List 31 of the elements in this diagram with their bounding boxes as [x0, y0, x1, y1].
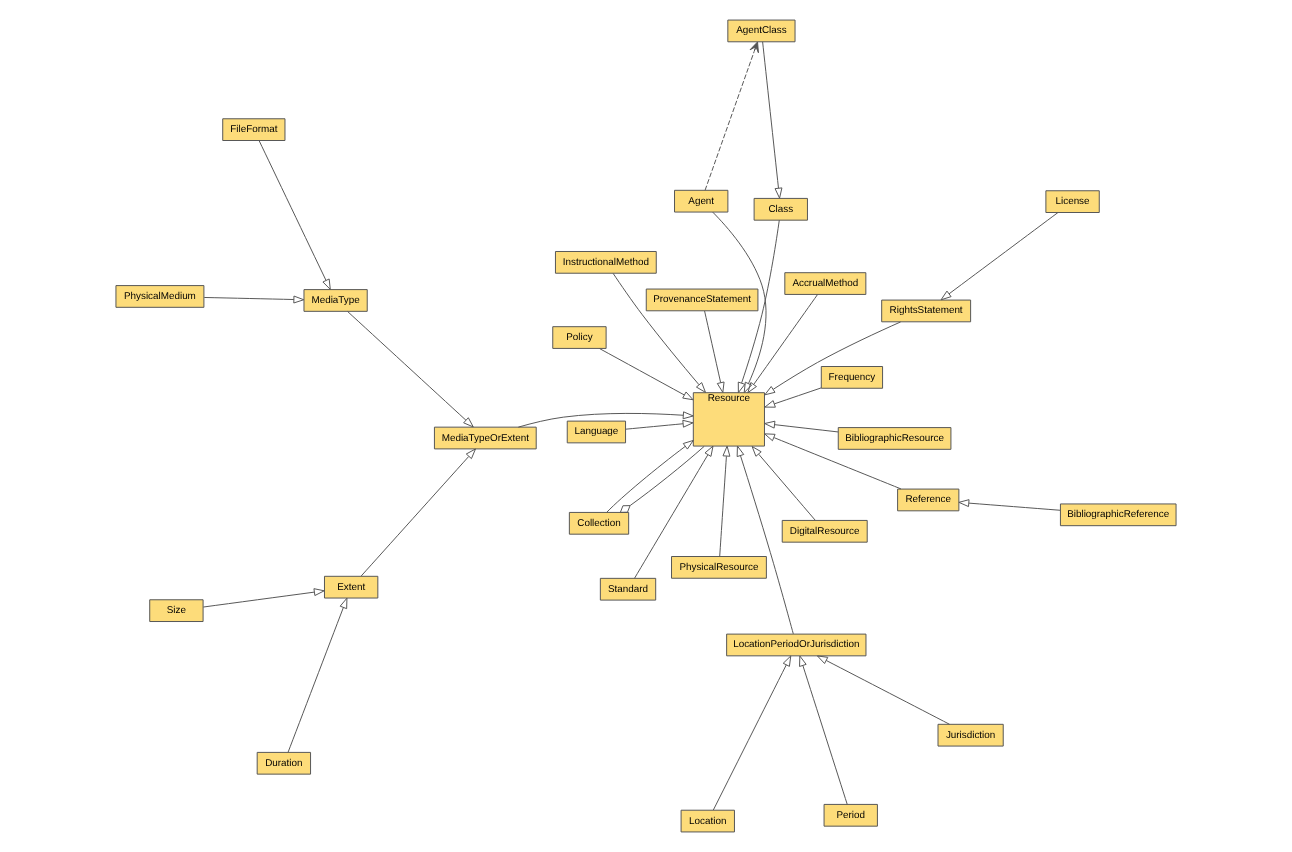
arrow [517, 411, 694, 428]
arrow [203, 295, 305, 304]
arrow [816, 655, 951, 725]
arrow [764, 420, 839, 433]
arrow [704, 310, 725, 393]
arrow [764, 433, 902, 490]
arrow [747, 294, 818, 394]
arrow [634, 445, 714, 579]
arrow [762, 41, 783, 199]
arrow [599, 348, 694, 401]
arrow [958, 499, 1061, 511]
arrow [751, 446, 816, 521]
arrow [799, 655, 848, 805]
arrow [712, 211, 767, 394]
arrow [606, 439, 694, 513]
arrow [764, 321, 902, 396]
arrow [612, 272, 706, 393]
arrow [712, 655, 792, 811]
arrow [940, 212, 1059, 301]
connector [619, 445, 705, 513]
arrow [736, 445, 794, 635]
arrow [719, 445, 731, 557]
arrow [764, 387, 822, 408]
arrow [347, 311, 474, 428]
arrow [625, 419, 694, 430]
arrow [360, 448, 476, 577]
arrow [737, 219, 780, 394]
arrow [287, 597, 348, 753]
arrow [202, 588, 325, 608]
arrow [258, 140, 331, 290]
arrow [704, 41, 759, 191]
